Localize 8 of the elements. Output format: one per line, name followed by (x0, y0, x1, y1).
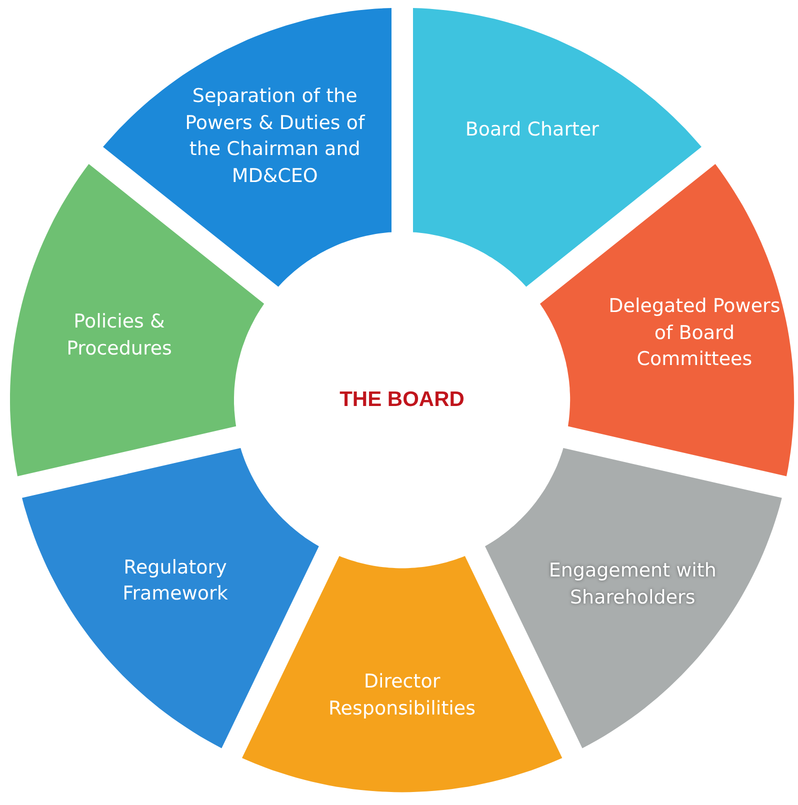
segment-label: Regulatory Framework (122, 555, 229, 607)
segment-label: Director Responsibilities (327, 669, 477, 721)
segment-label: Engagement with Shareholders (548, 558, 718, 610)
center-title: THE BOARD (340, 388, 464, 412)
segment-label: Board Charter (464, 117, 600, 142)
segment-label: Separation of the Powers & Duties of the Chairman and MD&CEO (184, 84, 366, 189)
segment-label: Delegated Powers of Board Committees (608, 294, 782, 373)
segment-label: Policies & Procedures (66, 310, 173, 362)
